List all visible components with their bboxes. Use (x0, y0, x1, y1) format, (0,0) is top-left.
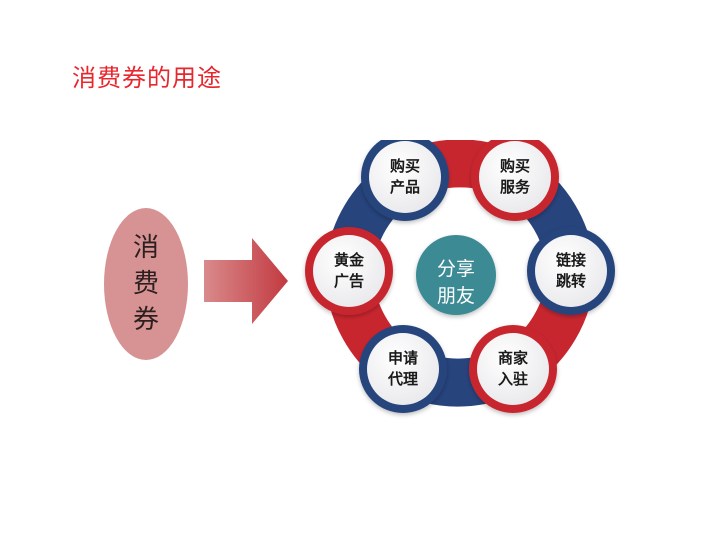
voucher-char-2: 费 (132, 269, 159, 299)
center-label: 分享 朋友 (436, 258, 475, 307)
node-label-2: 购买 服务 (499, 157, 530, 196)
node-label-4: 商家 入驻 (497, 349, 528, 388)
voucher-char-3: 券 (132, 305, 159, 335)
node-circle-3 (527, 227, 615, 315)
right-arrow-icon (204, 238, 288, 324)
node-label-3: 链接 跳转 (555, 251, 586, 290)
node-circle-1 (361, 140, 449, 221)
node-circle-4 (469, 325, 557, 413)
node-circle-5 (359, 325, 447, 413)
voucher-oval: 消 费 券 (104, 208, 188, 360)
voucher-char-1: 消 (132, 233, 159, 263)
slide-title: 消费券的用途 (72, 64, 222, 92)
center-hub (416, 235, 496, 315)
node-circle-6 (305, 227, 393, 315)
node-label-1: 购买 产品 (389, 157, 420, 196)
node-label-5: 申请 代理 (387, 349, 418, 388)
usage-ring-diagram (305, 140, 615, 413)
node-circle-2 (471, 140, 559, 221)
node-label-6: 黄金 广告 (333, 251, 364, 290)
